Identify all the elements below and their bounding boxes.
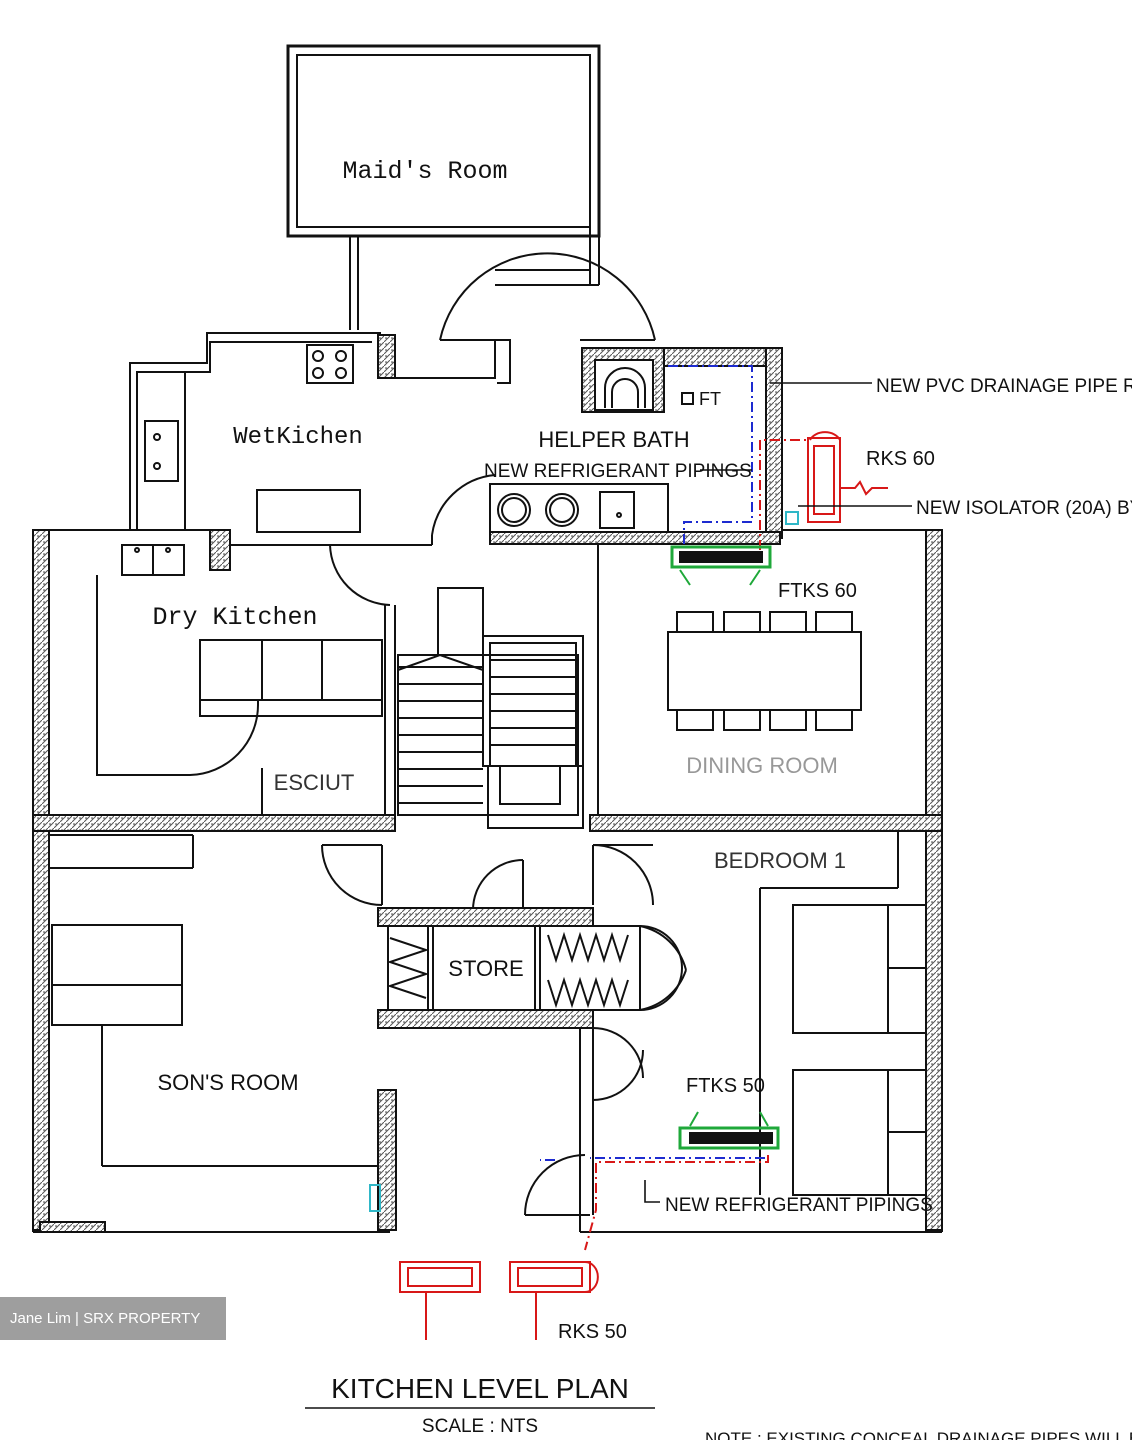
maids-room-walls (286, 44, 601, 330)
annotation-rks50: RKS 50 (558, 1321, 627, 1343)
annotation-isolator: NEW ISOLATOR (20A) BY OT (916, 498, 1132, 519)
room-label-dining: DINING ROOM (686, 753, 838, 778)
dry-kitchen-fixtures (96, 544, 396, 815)
door-maids-room (439, 252, 656, 341)
bedroom-furniture (579, 830, 927, 1232)
dining-table (667, 611, 862, 731)
staircase (397, 545, 599, 829)
middle-wall (32, 814, 943, 869)
annotation-pvc-pipe: NEW PVC DRAINAGE PIPE RUN II (876, 376, 1132, 397)
indoor-unit-ftks50 (678, 1111, 780, 1150)
refrigerant-piping (584, 439, 808, 1251)
plan-title: KITCHEN LEVEL PLAN (331, 1373, 629, 1404)
door-entrance (524, 1154, 590, 1216)
annotation-ftks60: FTKS 60 (778, 580, 857, 602)
annotation-refrigerant-bottom: NEW REFRIGERANT PIPINGS (665, 1195, 933, 1216)
isolator-marker (785, 511, 799, 525)
annotation-rks60: RKS 60 (866, 448, 935, 470)
main-outline (32, 529, 943, 1233)
plan-note: NOTE : EXISTING CONCEAL DRAINAGE PIPES W… (705, 1429, 1132, 1440)
indoor-unit-ftks60 (670, 545, 772, 586)
room-label-maids: Maid's Room (342, 157, 507, 186)
annotation-ftks50: FTKS 50 (686, 1075, 765, 1097)
room-label-dry-kitchen: Dry Kitchen (152, 603, 317, 632)
room-label-sons-room: SON'S ROOM (157, 1070, 298, 1095)
fixture-label-ft: FT (699, 389, 721, 409)
annotation-refrigerant-top: NEW REFRIGERANT PIPINGS (484, 461, 752, 482)
isolator-marker-2 (369, 1184, 381, 1212)
helper-bath-walls (489, 347, 783, 545)
door-wet-kitchen (431, 474, 496, 545)
leader-lines (644, 382, 912, 1203)
room-label-bedroom: BEDROOM 1 (714, 848, 846, 873)
room-label-store: STORE (448, 956, 523, 981)
lobby-doors (321, 844, 654, 911)
outdoor-units-rks50 (399, 1261, 599, 1340)
store-area (377, 907, 687, 1101)
outdoor-unit-rks60 (807, 431, 888, 523)
room-label-helper-bath: HELPER BATH (538, 427, 689, 452)
sons-room-furniture (51, 924, 397, 1231)
watermark-banner: Jane Lim | SRX PROPERTY (0, 1297, 226, 1340)
plan-scale: SCALE : NTS (422, 1416, 538, 1437)
room-label-store-small: ESCIUT (274, 770, 355, 795)
wet-kitchen-walls (129, 332, 511, 533)
room-label-wet-kitchen: WetKichen (233, 424, 363, 451)
drainage-piping (540, 365, 765, 1161)
